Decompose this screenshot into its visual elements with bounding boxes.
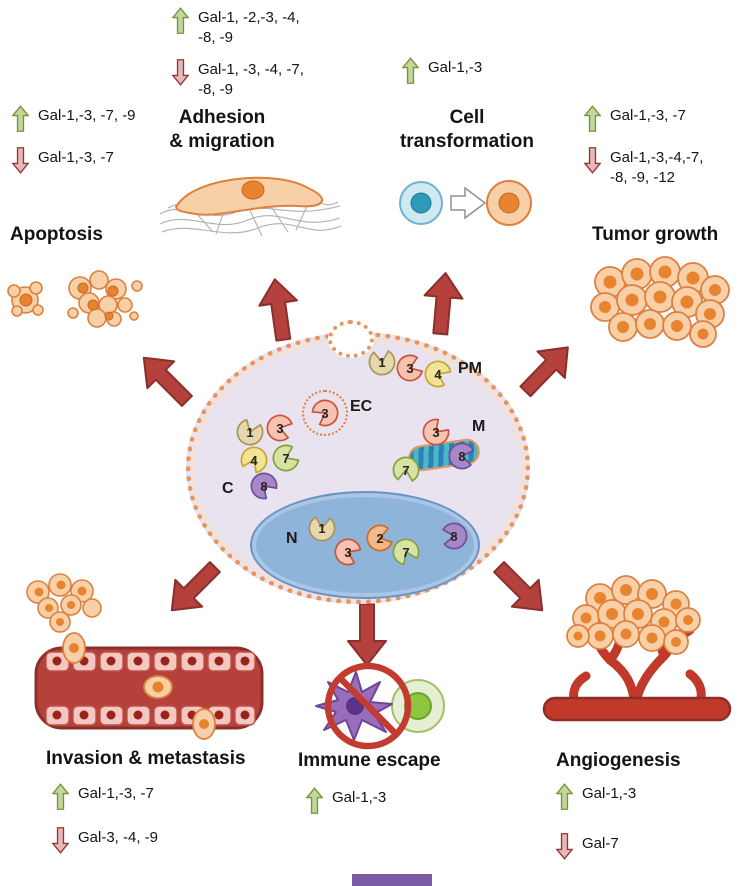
galectin-2: 2 xyxy=(363,522,395,555)
galectin-1: 1 xyxy=(232,417,267,450)
nucleus xyxy=(250,491,480,599)
up-arrow-icon xyxy=(584,105,601,132)
adhesion-label-line2: & migration xyxy=(169,130,275,152)
galectin-8: 8 xyxy=(440,521,469,551)
up-arrow-icon xyxy=(52,783,69,810)
invasion-upregulated-row: Gal-1,-3, -7 xyxy=(52,782,154,811)
angiogenesis-illustration xyxy=(542,575,732,722)
angiogenesis-downregulated-row: Gal-7 xyxy=(556,832,619,861)
tumor-mass-nuclei xyxy=(573,584,693,647)
label-plasma-membrane: PM xyxy=(458,360,482,377)
transmigrating-cell-nuclei xyxy=(69,643,209,729)
invasion-metastasis-label: Invasion & metastasis xyxy=(46,748,246,769)
transformation-up-text: Gal-1,-3 xyxy=(428,59,483,76)
tumor-growth-up-text: Gal-1,-3, -7 xyxy=(610,107,686,124)
galectin-7: 7 xyxy=(388,534,423,568)
metastatic-cell-nuclei xyxy=(34,580,87,626)
membrane-invagination xyxy=(328,320,374,358)
up-arrow-icon xyxy=(306,787,323,814)
adhesion-down-text: Gal-1, -3, -4, -7, -8, -9 xyxy=(198,61,304,98)
label-mitochondria: M xyxy=(472,418,486,435)
transform-arrow-icon xyxy=(450,186,487,220)
fragment-nuclei xyxy=(19,282,119,321)
galectin-8: 8 xyxy=(245,467,282,504)
angiogenesis-upregulated-row: Gal-1,-3 xyxy=(556,782,636,811)
tumor-cell-diagram: PM EC M C N 1 3 4 3 3 7 8 1 3 4 7 8 1 3 … xyxy=(186,320,530,604)
angiogenesis-label: Angiogenesis xyxy=(556,750,681,771)
up-arrow-icon xyxy=(402,57,419,84)
immune-escape-label: Immune escape xyxy=(298,750,441,771)
arrow-to-cell-transformation xyxy=(420,270,466,337)
down-arrow-icon xyxy=(584,147,601,174)
galectin-7: 7 xyxy=(268,441,302,476)
galectin-3: 3 xyxy=(308,394,344,430)
apoptosis-up-text: Gal-1,-3, -7, -9 xyxy=(38,107,136,124)
tumor-growth-illustration xyxy=(590,256,730,348)
normal-cell-nucleus xyxy=(410,192,432,214)
invasion-illustration xyxy=(26,573,264,740)
adhesion-up-text: Gal-1, -2,-3, -4, -8, -9 xyxy=(198,9,300,46)
adhesion-illustration xyxy=(159,176,342,237)
tumor-growth-label: Tumor growth xyxy=(592,224,719,245)
tumor-cell-cluster xyxy=(590,256,730,348)
galectin-3: 3 xyxy=(392,351,425,386)
immune-up-text: Gal-1,-3 xyxy=(332,789,387,806)
label-cytoplasm: C xyxy=(222,480,234,497)
down-arrow-icon xyxy=(556,833,573,860)
transformation-upregulated-row: Gal-1,-3 xyxy=(402,56,482,85)
tumor-growth-upregulated-row: Gal-1,-3, -7 xyxy=(584,104,686,133)
migrating-cell-nucleus xyxy=(241,180,265,200)
galectin-1: 1 xyxy=(367,348,397,377)
angiogenesis-up-text: Gal-1,-3 xyxy=(582,785,637,802)
down-arrow-icon xyxy=(52,827,69,854)
cell-transformation-label-line1: Cell xyxy=(449,107,485,128)
cell-transformation-label: Cell transformation xyxy=(382,106,552,154)
galectin-4: 4 xyxy=(237,442,272,476)
galectin-3: 3 xyxy=(417,414,454,451)
angiogenesis-down-text: Gal-7 xyxy=(582,835,619,852)
parent-vessel xyxy=(542,696,732,722)
adhesion-label: Adhesion & migration xyxy=(142,106,302,154)
apoptosis-downregulated-row: Gal-1,-3, -7 xyxy=(12,146,114,175)
adhesion-downregulated-row: Gal-1, -3, -4, -7, -8, -9 xyxy=(172,58,313,100)
invasion-up-text: Gal-1,-3, -7 xyxy=(78,785,154,802)
down-arrow-icon xyxy=(172,59,189,86)
tumor-mass xyxy=(566,575,701,655)
prohibition-icon xyxy=(324,662,412,750)
transformed-cell-nucleus xyxy=(498,192,520,214)
up-arrow-icon xyxy=(556,783,573,810)
down-arrow-icon xyxy=(12,147,29,174)
tumor-cell-nuclei xyxy=(599,265,721,340)
label-extracellular: EC xyxy=(350,398,373,415)
galectin-8: 8 xyxy=(446,440,476,472)
apoptosis-down-text: Gal-1,-3, -7 xyxy=(38,149,114,166)
apoptosis-upregulated-row: Gal-1,-3, -7, -9 xyxy=(12,104,136,133)
adhesion-label-line1: Adhesion xyxy=(178,107,266,128)
tumor-growth-down-text: Gal-1,-3,-4,-7, -8, -9, -12 xyxy=(610,149,704,186)
tumor-growth-downregulated-row: Gal-1,-3,-4,-7, -8, -9, -12 xyxy=(584,146,710,188)
cell-transformation-label-line2: transformation xyxy=(399,130,535,152)
invasion-downregulated-row: Gal-3, -4, -9 xyxy=(52,826,158,855)
adhesion-upregulated-row: Gal-1, -2,-3, -4, -8, -9 xyxy=(172,6,313,48)
galectin-4: 4 xyxy=(420,356,454,391)
up-arrow-icon xyxy=(172,7,189,34)
up-arrow-icon xyxy=(12,105,29,132)
galectin-7: 7 xyxy=(391,455,421,484)
ec-vesicle xyxy=(302,390,348,436)
apoptosis-illustration xyxy=(7,270,143,328)
bottom-accent-bar xyxy=(352,874,432,886)
galectin-3: 3 xyxy=(330,534,364,569)
galectin-3: 3 xyxy=(263,411,295,444)
apoptosis-label: Apoptosis xyxy=(10,224,103,245)
cell-transformation-illustration xyxy=(399,180,532,226)
galectin-1: 1 xyxy=(307,514,337,543)
immune-escape-illustration xyxy=(315,662,445,750)
label-nucleus: N xyxy=(286,530,298,547)
immune-upregulated-row: Gal-1,-3 xyxy=(306,786,386,815)
invasion-down-text: Gal-3, -4, -9 xyxy=(78,829,159,846)
